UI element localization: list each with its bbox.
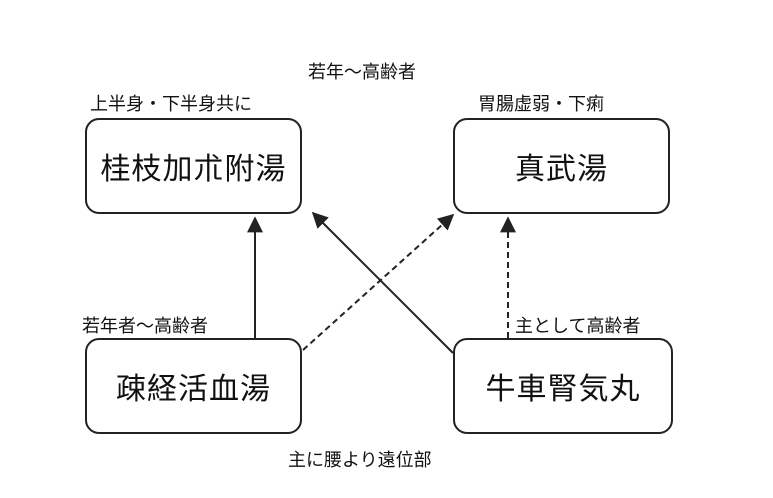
label-gosha-note: 主として高齢者 (515, 316, 641, 337)
node-goshajinkigan: 牛車腎気丸 (453, 338, 673, 434)
label-shinbu-note: 胃腸虚弱・下痢 (478, 94, 604, 115)
label-keishi-note: 上半身・下半身共に (90, 94, 252, 115)
node-sokei-kakketsuto: 疎経活血湯 (85, 338, 302, 434)
label-sokei-note: 若年者～高齢者 (82, 316, 208, 337)
arrow-gosha-to-keishi (311, 211, 454, 354)
node-keishi-kajutsubuto: 桂枝加朮附湯 (85, 118, 302, 214)
label-top: 若年～高齢者 (308, 62, 416, 83)
node-shinbuto: 真武湯 (453, 118, 670, 214)
arrow-sokei-to-shinbu (302, 213, 455, 351)
label-bottom: 主に腰より遠位部 (288, 450, 432, 471)
